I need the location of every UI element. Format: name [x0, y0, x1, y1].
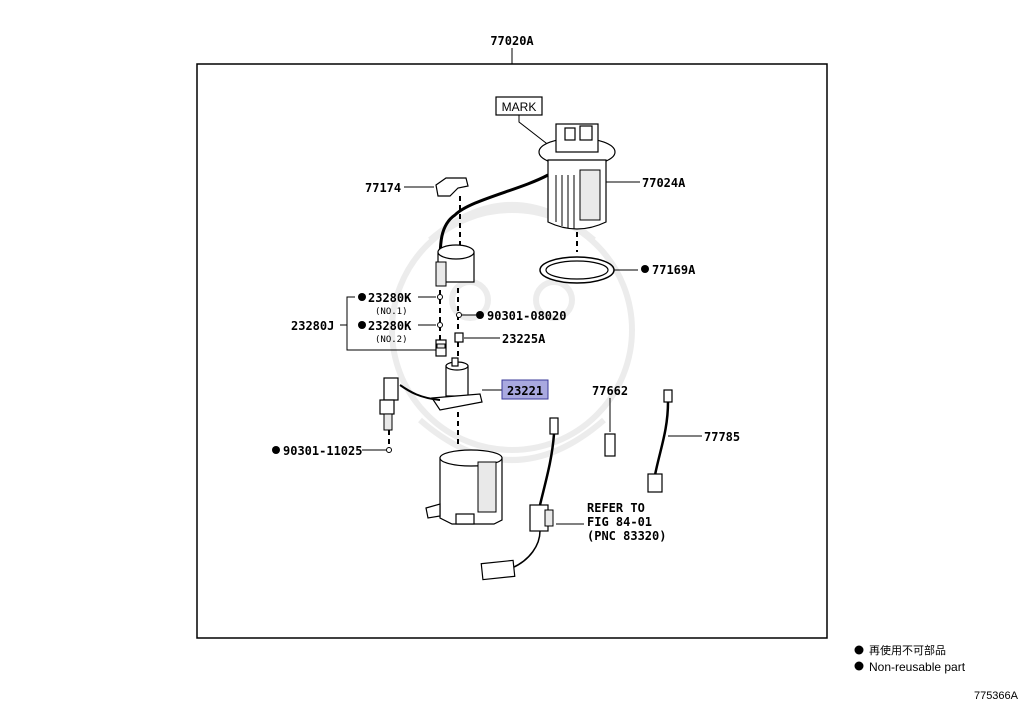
figure-id: 775366A — [974, 690, 1019, 702]
refer-line1: REFER TO — [587, 501, 645, 515]
assembly-frame — [196, 63, 828, 639]
label-77785[interactable]: 77785 — [704, 430, 740, 444]
fuel-filter[interactable] — [435, 244, 475, 287]
legend-dot-en — [854, 661, 864, 671]
clip-77174[interactable] — [435, 177, 469, 197]
label-77169A[interactable]: 77169A — [652, 263, 696, 277]
label-23280K-1[interactable]: 23280K — [368, 291, 412, 305]
label-23280J[interactable]: 23280J — [291, 319, 334, 333]
nonreusable-dot-90301-08020 — [476, 311, 484, 319]
tube-77662[interactable] — [604, 433, 616, 457]
fuel-pump[interactable] — [430, 357, 483, 411]
gasket-ring[interactable] — [539, 256, 615, 284]
highlight-23221 — [501, 379, 549, 400]
label-90301-08020[interactable]: 90301-08020 — [487, 309, 566, 323]
legend-jp: 再使用不可部品 — [869, 643, 946, 657]
label-77024A[interactable]: 77024A — [642, 176, 686, 190]
nonreusable-dot-23280K-1 — [358, 293, 366, 301]
label-77662[interactable]: 77662 — [592, 384, 628, 398]
legend-dot-jp — [854, 645, 864, 655]
note-23280K-1: (NO.1) — [375, 307, 408, 317]
mark-label: MARK — [502, 100, 537, 114]
mark-leader — [518, 115, 556, 151]
nonreusable-dot-23280K-2 — [358, 321, 366, 329]
note-23280K-2: (NO.2) — [375, 335, 408, 345]
pump-connector[interactable] — [379, 377, 399, 431]
harness-77785[interactable] — [647, 389, 673, 493]
refer-line3: (PNC 83320) — [587, 529, 666, 543]
assembly-label[interactable]: 77020A — [490, 34, 534, 48]
filter-23225A[interactable] — [454, 332, 464, 343]
legend-en: Non-reusable part — [869, 660, 966, 674]
fuel-reservoir[interactable] — [425, 449, 503, 525]
label-90301-11025[interactable]: 90301-11025 — [283, 444, 362, 458]
label-23225A[interactable]: 23225A — [502, 332, 546, 346]
check-valve[interactable] — [435, 339, 447, 357]
label-23221[interactable]: 23221 — [507, 384, 543, 398]
nonreusable-dot-90301-11025 — [272, 446, 280, 454]
bracket-23280J — [346, 296, 436, 351]
fuel-sender-gauge[interactable] — [480, 417, 559, 581]
wire-harness — [438, 173, 549, 266]
label-77174[interactable]: 77174 — [365, 181, 401, 195]
nonreusable-dot-77169A — [641, 265, 649, 273]
fuel-pump-top-unit[interactable] — [538, 123, 616, 230]
label-23280K-2[interactable]: 23280K — [368, 319, 412, 333]
refer-line2: FIG 84-01 — [587, 515, 652, 529]
